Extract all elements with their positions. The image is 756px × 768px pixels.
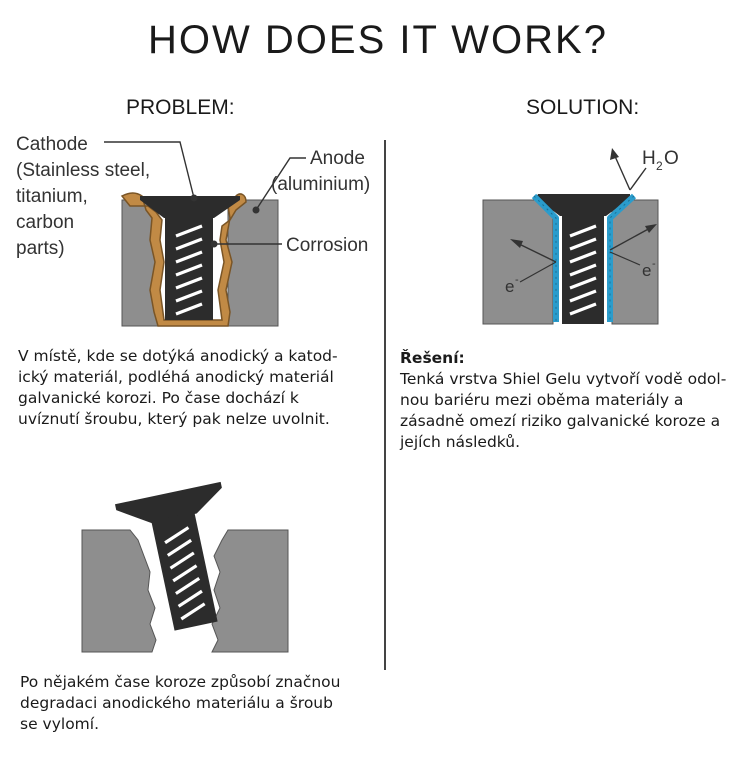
screw-head: [536, 194, 630, 216]
anode-label: Anode: [310, 148, 365, 169]
water-arrow-right: [629, 167, 647, 191]
text-line: Po nějakém čase koroze způsobí značnou: [20, 673, 341, 691]
anode-block-left: [482, 199, 554, 325]
electron-arrow-right: [609, 226, 653, 251]
screw-head: [140, 196, 240, 218]
broken-screw-head: [114, 481, 222, 524]
text-line: degradaci anodického materiálu a šroub: [20, 694, 333, 712]
solution-description: Řešení: Tenká vrstva Shiel Gelu vytvoří …: [400, 348, 750, 453]
gel-layer-right: [607, 193, 637, 322]
text-line: galvanické korozi. Po čase dochází k: [18, 389, 299, 407]
text-line: nou bariéru mezi oběma materiály a: [400, 391, 684, 409]
electron-label-right: e: [642, 261, 651, 280]
text-line: jejích následků.: [400, 433, 521, 451]
page-title: HOW DOES IT WORK?: [148, 18, 608, 62]
h2o-label: H: [642, 148, 656, 169]
text-line: se vylomí.: [20, 715, 100, 733]
text-line: ický materiál, podléhá anodický materiál: [18, 368, 334, 386]
text-line: V místě, kde se dotýká anodický a katod-: [18, 347, 338, 365]
text-line: Tenká vrstva Shiel Gelu vytvoří vodě odo…: [400, 370, 727, 388]
degradation-description: Po nějakém čase koroze způsobí značnou d…: [20, 672, 370, 735]
degraded-anode-right: [211, 529, 289, 653]
anode-leader: [255, 157, 306, 211]
column-divider: [384, 140, 386, 670]
degraded-anode-left: [81, 529, 157, 653]
solution-heading: SOLUTION:: [526, 96, 640, 119]
h2o-subscript: 2: [656, 159, 663, 173]
electron-label-left: e: [505, 277, 514, 296]
text-line: zásadně omezí riziko galvanické koroze a: [400, 412, 721, 430]
corrosion-label: Corrosion: [286, 235, 368, 256]
problem-diagram: Cathode (Stainless steel, titanium, carb…: [16, 134, 370, 327]
text-line: uvíznutí šroubu, který pak nelze uvolnit…: [18, 410, 330, 428]
water-arrow-left: [613, 153, 631, 191]
cathode-label: Cathode: [16, 134, 88, 155]
electron-superscript: -: [652, 258, 656, 270]
cathode-label: (Stainless steel,: [16, 160, 150, 181]
cathode-label: titanium,: [16, 186, 88, 207]
cathode-label: carbon: [16, 212, 74, 233]
h2o-label: O: [664, 148, 679, 169]
solution-text-title: Řešení:: [400, 349, 465, 367]
anode-block-right: [611, 199, 659, 325]
cathode-label: parts): [16, 238, 65, 259]
cathode-leader: [104, 141, 195, 199]
anode-label: (aluminium): [271, 174, 370, 195]
solution-diagram: H 2 O e - e -: [482, 148, 679, 325]
degraded-diagram: [81, 481, 289, 653]
electron-arrow-left: [514, 241, 557, 263]
electron-superscript: -: [515, 274, 519, 286]
problem-heading: PROBLEM:: [126, 96, 235, 119]
problem-description: V místě, kde se dotýká anodický a katod-…: [18, 346, 368, 430]
anode-block-right: [227, 199, 279, 327]
